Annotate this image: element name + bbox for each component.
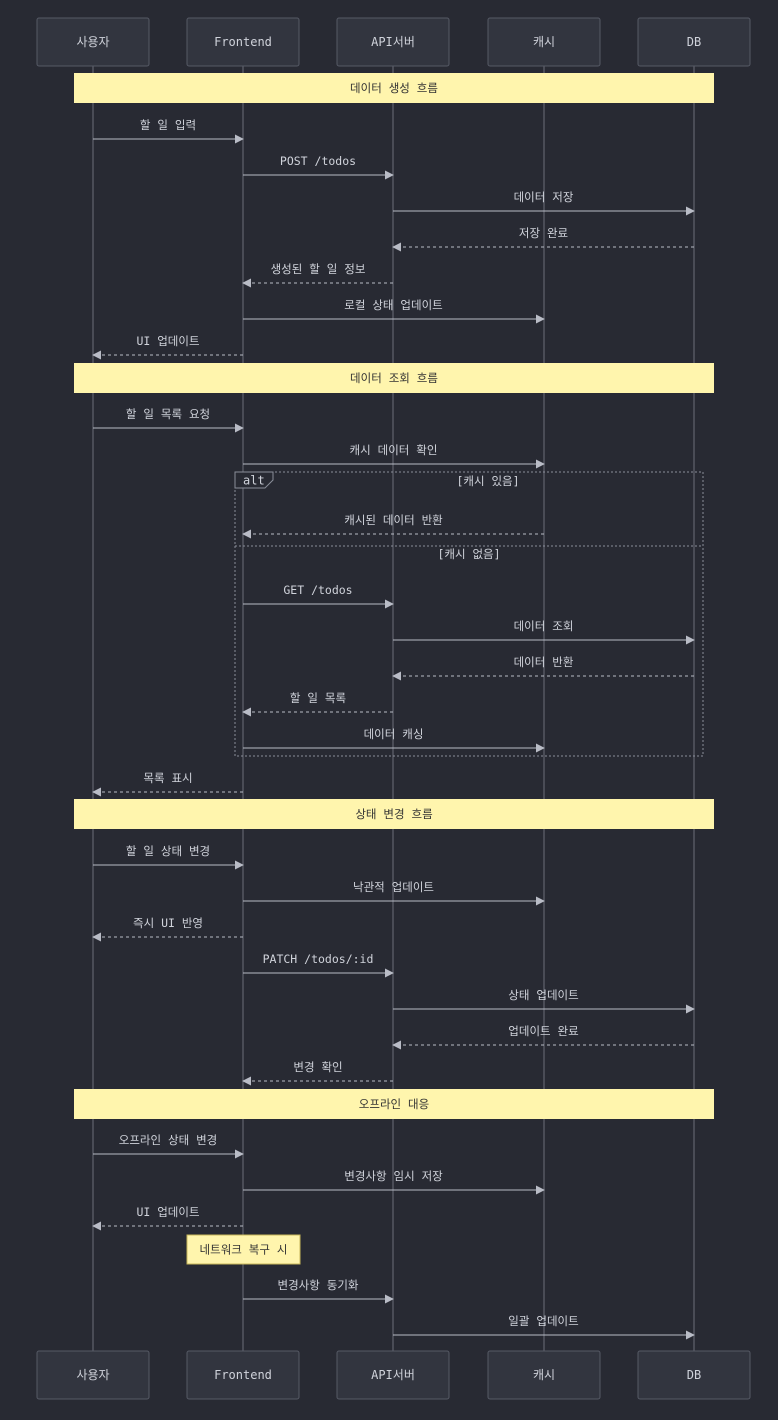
actor-box-bottom-1: [186, 1350, 300, 1400]
note-label: 네트워크 복구 시: [200, 1243, 288, 1257]
actor-label: API서버: [371, 1368, 415, 1382]
section-banner: [74, 1089, 714, 1119]
actor-label: 캐시: [533, 1368, 555, 1382]
section-label: 오프라인 대응: [359, 1097, 429, 1111]
message-label: 데이터 반환: [514, 655, 574, 669]
message-label: 즉시 UI 반영: [133, 916, 203, 930]
message-label: 낙관적 업데이트: [353, 880, 434, 894]
note-box: [186, 1234, 301, 1265]
lifelines: [92, 66, 695, 1351]
actor-box-bottom-0: [36, 1350, 150, 1400]
alt-keyword: alt: [243, 474, 265, 488]
actor-label: DB: [687, 35, 701, 49]
message-label: UI 업데이트: [136, 334, 199, 348]
section-banner: [74, 73, 714, 103]
actor-box-top-2: [336, 17, 450, 67]
message-label: UI 업데이트: [136, 1205, 199, 1219]
actor-label: 사용자: [76, 35, 109, 49]
alt-frame: [234, 471, 704, 757]
actor-label: 사용자: [76, 1368, 109, 1382]
actor-box-top-1: [186, 17, 300, 67]
section-label: 데이터 생성 흐름: [350, 81, 438, 95]
actor-box-bottom-2: [336, 1350, 450, 1400]
actor-label: API서버: [371, 35, 415, 49]
message-label: 할 일 목록 요청: [126, 407, 210, 421]
message-label: 변경사항 동기화: [278, 1278, 359, 1292]
message-label: 캐시 데이터 확인: [350, 443, 438, 457]
alt-condition-1: [캐시 있음]: [456, 474, 519, 488]
message-label: 할 일 입력: [140, 118, 196, 132]
message-label: 변경 확인: [293, 1060, 342, 1074]
alt-condition-2: [캐시 없음]: [437, 547, 500, 561]
alt-tab: [234, 471, 274, 489]
section-label: 상태 변경 흐름: [355, 807, 432, 821]
message-label: 로컬 상태 업데이트: [344, 298, 443, 312]
message-label: 오프라인 상태 변경: [119, 1133, 218, 1147]
actor-label: Frontend: [214, 35, 272, 49]
message-label: 목록 표시: [143, 771, 192, 785]
message-label: POST /todos: [280, 154, 356, 168]
actor-box-top-0: [36, 17, 150, 67]
section-label: 데이터 조회 흐름: [350, 371, 438, 385]
message-label: 데이터 캐싱: [364, 727, 424, 741]
message-label: 업데이트 완료: [508, 1024, 578, 1038]
message-label: GET /todos: [283, 583, 352, 597]
actor-box-top-3: [487, 17, 601, 67]
actor-label: DB: [687, 1368, 701, 1382]
alt-frames: alt [캐시 있음] [캐시 없음]: [234, 471, 704, 757]
message-label: 데이터 저장: [514, 190, 574, 204]
message-label: 할 일 상태 변경: [126, 844, 210, 858]
message-label: 생성된 할 일 정보: [271, 262, 366, 276]
actor-box-bottom-4: [637, 1350, 751, 1400]
message-label: 저장 완료: [519, 226, 568, 240]
message-label: 상태 업데이트: [508, 988, 578, 1002]
actor-box-bottom-3: [487, 1350, 601, 1400]
message-label: 데이터 조회: [514, 619, 574, 633]
actor-label: 캐시: [533, 35, 555, 49]
message-label: 일괄 업데이트: [508, 1314, 578, 1328]
actor-label: Frontend: [214, 1368, 272, 1382]
message-label: 할 일 목록: [290, 691, 346, 705]
notes: 네트워크 복구 시: [186, 1234, 301, 1265]
message-label: 변경사항 임시 저장: [344, 1169, 443, 1183]
actor-box-top-4: [637, 17, 751, 67]
section-banner: [74, 363, 714, 393]
message-label: PATCH /todos/:id: [263, 952, 374, 966]
message-label: 캐시된 데이터 반환: [344, 513, 443, 527]
section-banner: [74, 799, 714, 829]
